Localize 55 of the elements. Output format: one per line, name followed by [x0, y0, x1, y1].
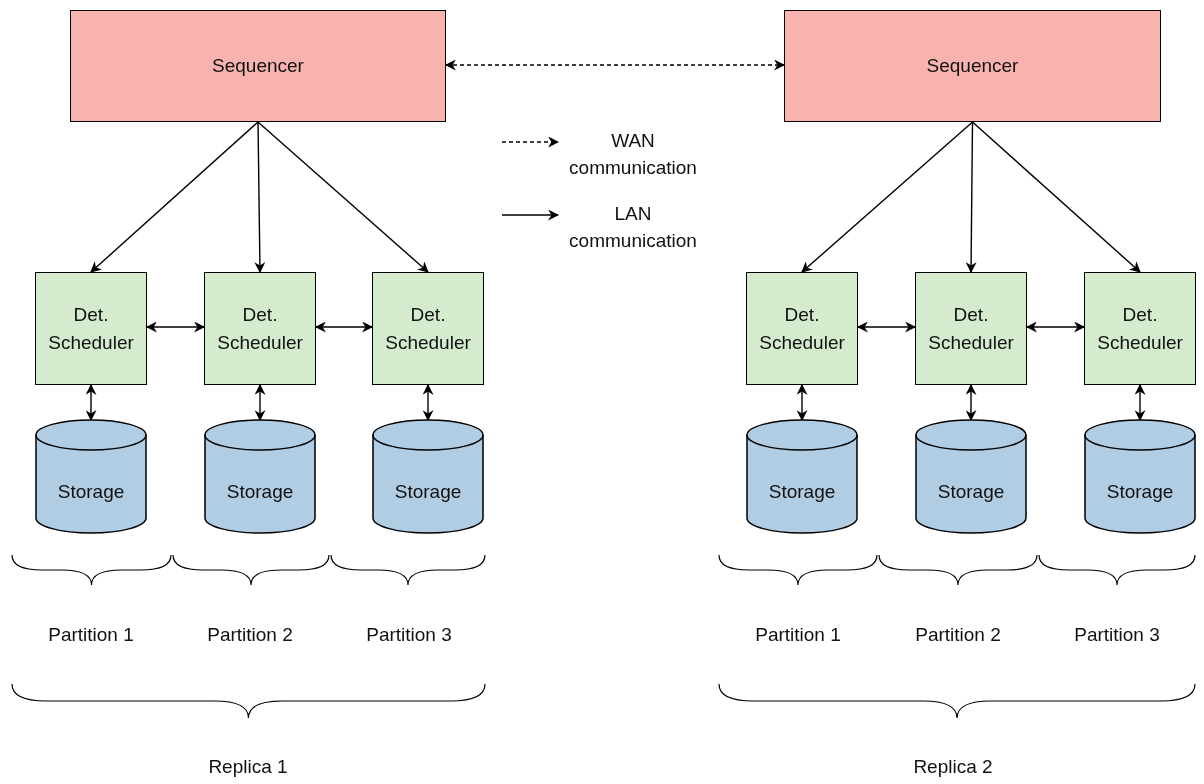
legend-text: LAN communication	[568, 202, 698, 253]
scheduler-box	[372, 272, 484, 385]
partition-label: Partition 3	[1073, 624, 1161, 646]
legend-text: WAN communication	[568, 129, 698, 180]
node-label: Det. Scheduler	[384, 302, 472, 355]
sequencer-box	[70, 10, 446, 122]
arrow	[965, 121, 977, 274]
arrow	[801, 121, 974, 273]
arrow	[257, 121, 429, 273]
node-label: Det. Scheduler	[758, 302, 846, 355]
node-label: Sequencer	[212, 54, 304, 79]
node-label: Det. Scheduler	[47, 302, 135, 355]
partition-label: Partition 3	[365, 624, 453, 646]
node-label: Storage	[1106, 479, 1174, 504]
scheduler-box	[915, 272, 1027, 385]
arrow	[796, 383, 808, 422]
scheduler-box	[35, 272, 147, 385]
node-label: Storage	[226, 479, 294, 504]
storage-cylinder	[35, 420, 147, 533]
node-label: Storage	[57, 479, 125, 504]
node-label: Storage	[768, 479, 836, 504]
arrow	[965, 383, 977, 422]
storage-cylinder	[1084, 420, 1196, 533]
scheduler-box	[1084, 272, 1196, 385]
scheduler-box	[204, 272, 316, 385]
arrow	[314, 321, 374, 333]
arrow	[856, 321, 917, 333]
storage-cylinder	[204, 420, 316, 533]
arrow	[254, 121, 266, 274]
partition-label: Partition 2	[206, 624, 294, 646]
replica-label: Replica 1	[207, 756, 289, 778]
arrow	[1134, 383, 1146, 422]
node-label: Storage	[937, 479, 1005, 504]
arrow	[422, 383, 434, 422]
storage-cylinder	[372, 420, 484, 533]
arrow	[90, 121, 259, 273]
arrow	[971, 121, 1141, 273]
storage-cylinder	[915, 420, 1027, 533]
replica-label: Replica 2	[912, 756, 994, 778]
dashed-arrow	[444, 59, 786, 71]
partition-label: Partition 2	[914, 624, 1002, 646]
arrow	[1025, 321, 1086, 333]
arrow	[254, 383, 266, 422]
partition-label: Partition 1	[754, 624, 842, 646]
storage-cylinder	[746, 420, 858, 533]
node-label: Storage	[394, 479, 462, 504]
sequencer-box	[784, 10, 1161, 122]
node-label: Det. Scheduler	[216, 302, 304, 355]
node-label: Det. Scheduler	[927, 302, 1015, 355]
arrow	[85, 383, 97, 422]
partition-label: Partition 1	[47, 624, 135, 646]
arrow	[145, 321, 206, 333]
node-label: Sequencer	[926, 54, 1019, 79]
node-label: Det. Scheduler	[1096, 302, 1184, 355]
scheduler-box	[746, 272, 858, 385]
